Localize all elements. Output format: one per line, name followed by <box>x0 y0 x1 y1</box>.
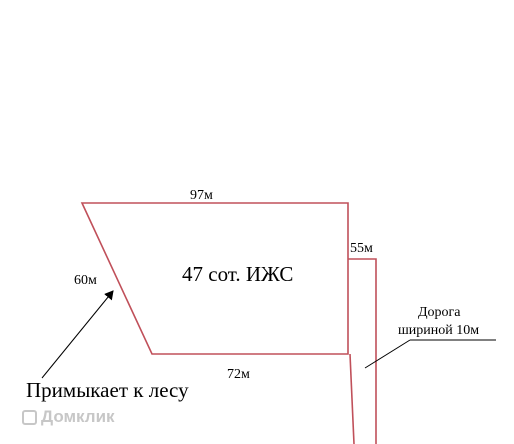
plot-boundary <box>80 202 349 355</box>
road-pointer-line <box>364 339 411 369</box>
top-side-label: 97м <box>190 188 213 203</box>
area-label: 47 сот. ИЖС <box>182 262 293 286</box>
left-side-label: 60м <box>74 273 97 288</box>
road-label-line1: Дорога <box>418 305 461 320</box>
bottom-side-label: 72м <box>227 367 250 382</box>
road-label-line2: шириной 10м <box>398 323 479 338</box>
road-left-edge <box>349 353 355 444</box>
watermark-text: Домклик <box>41 407 115 426</box>
domklik-logo-icon <box>22 409 37 425</box>
connector-side-label: 55м <box>350 241 373 256</box>
watermark: Домклик <box>22 407 115 427</box>
road-strip <box>348 258 377 444</box>
forest-note: Примыкает к лесу <box>26 378 189 402</box>
forest-arrow <box>41 290 114 379</box>
